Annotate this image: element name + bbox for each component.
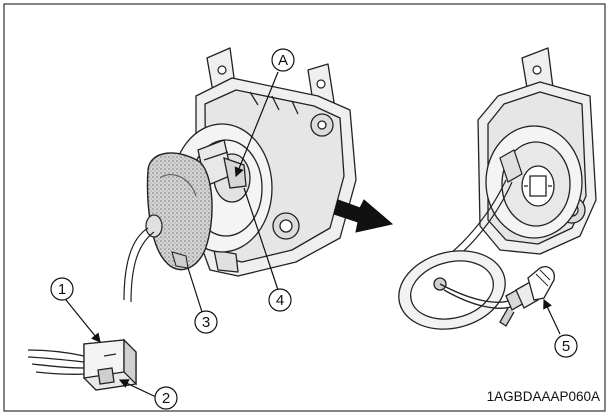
svg-text:4: 4 xyxy=(276,292,284,309)
figure-frame xyxy=(3,3,606,412)
callout-2: 2 xyxy=(154,386,178,410)
right-dust-cover xyxy=(398,250,515,330)
bulb xyxy=(499,266,555,327)
svg-text:A: A xyxy=(278,52,288,69)
harness-wire xyxy=(123,227,155,303)
dust-cover xyxy=(145,152,213,271)
left-tab-holes xyxy=(217,65,326,89)
right-connector xyxy=(499,149,523,183)
svg-text:5: 5 xyxy=(562,338,570,355)
callout-3: 3 xyxy=(194,310,218,334)
svg-text:1: 1 xyxy=(58,281,66,298)
callout-a: A xyxy=(271,48,295,72)
svg-text:2: 2 xyxy=(162,390,170,407)
harness-connector xyxy=(27,338,137,391)
right-socket-ring xyxy=(485,125,583,239)
right-tab-hole xyxy=(532,65,542,75)
svg-text:3: 3 xyxy=(202,314,210,331)
callout-5: 5 xyxy=(554,334,578,358)
figure-code: 1AGBDAAAP060A xyxy=(487,389,600,404)
leader-lines xyxy=(65,71,561,398)
callout-1: 1 xyxy=(50,277,74,301)
transition-arrow xyxy=(333,199,394,233)
callout-4: 4 xyxy=(268,288,292,312)
